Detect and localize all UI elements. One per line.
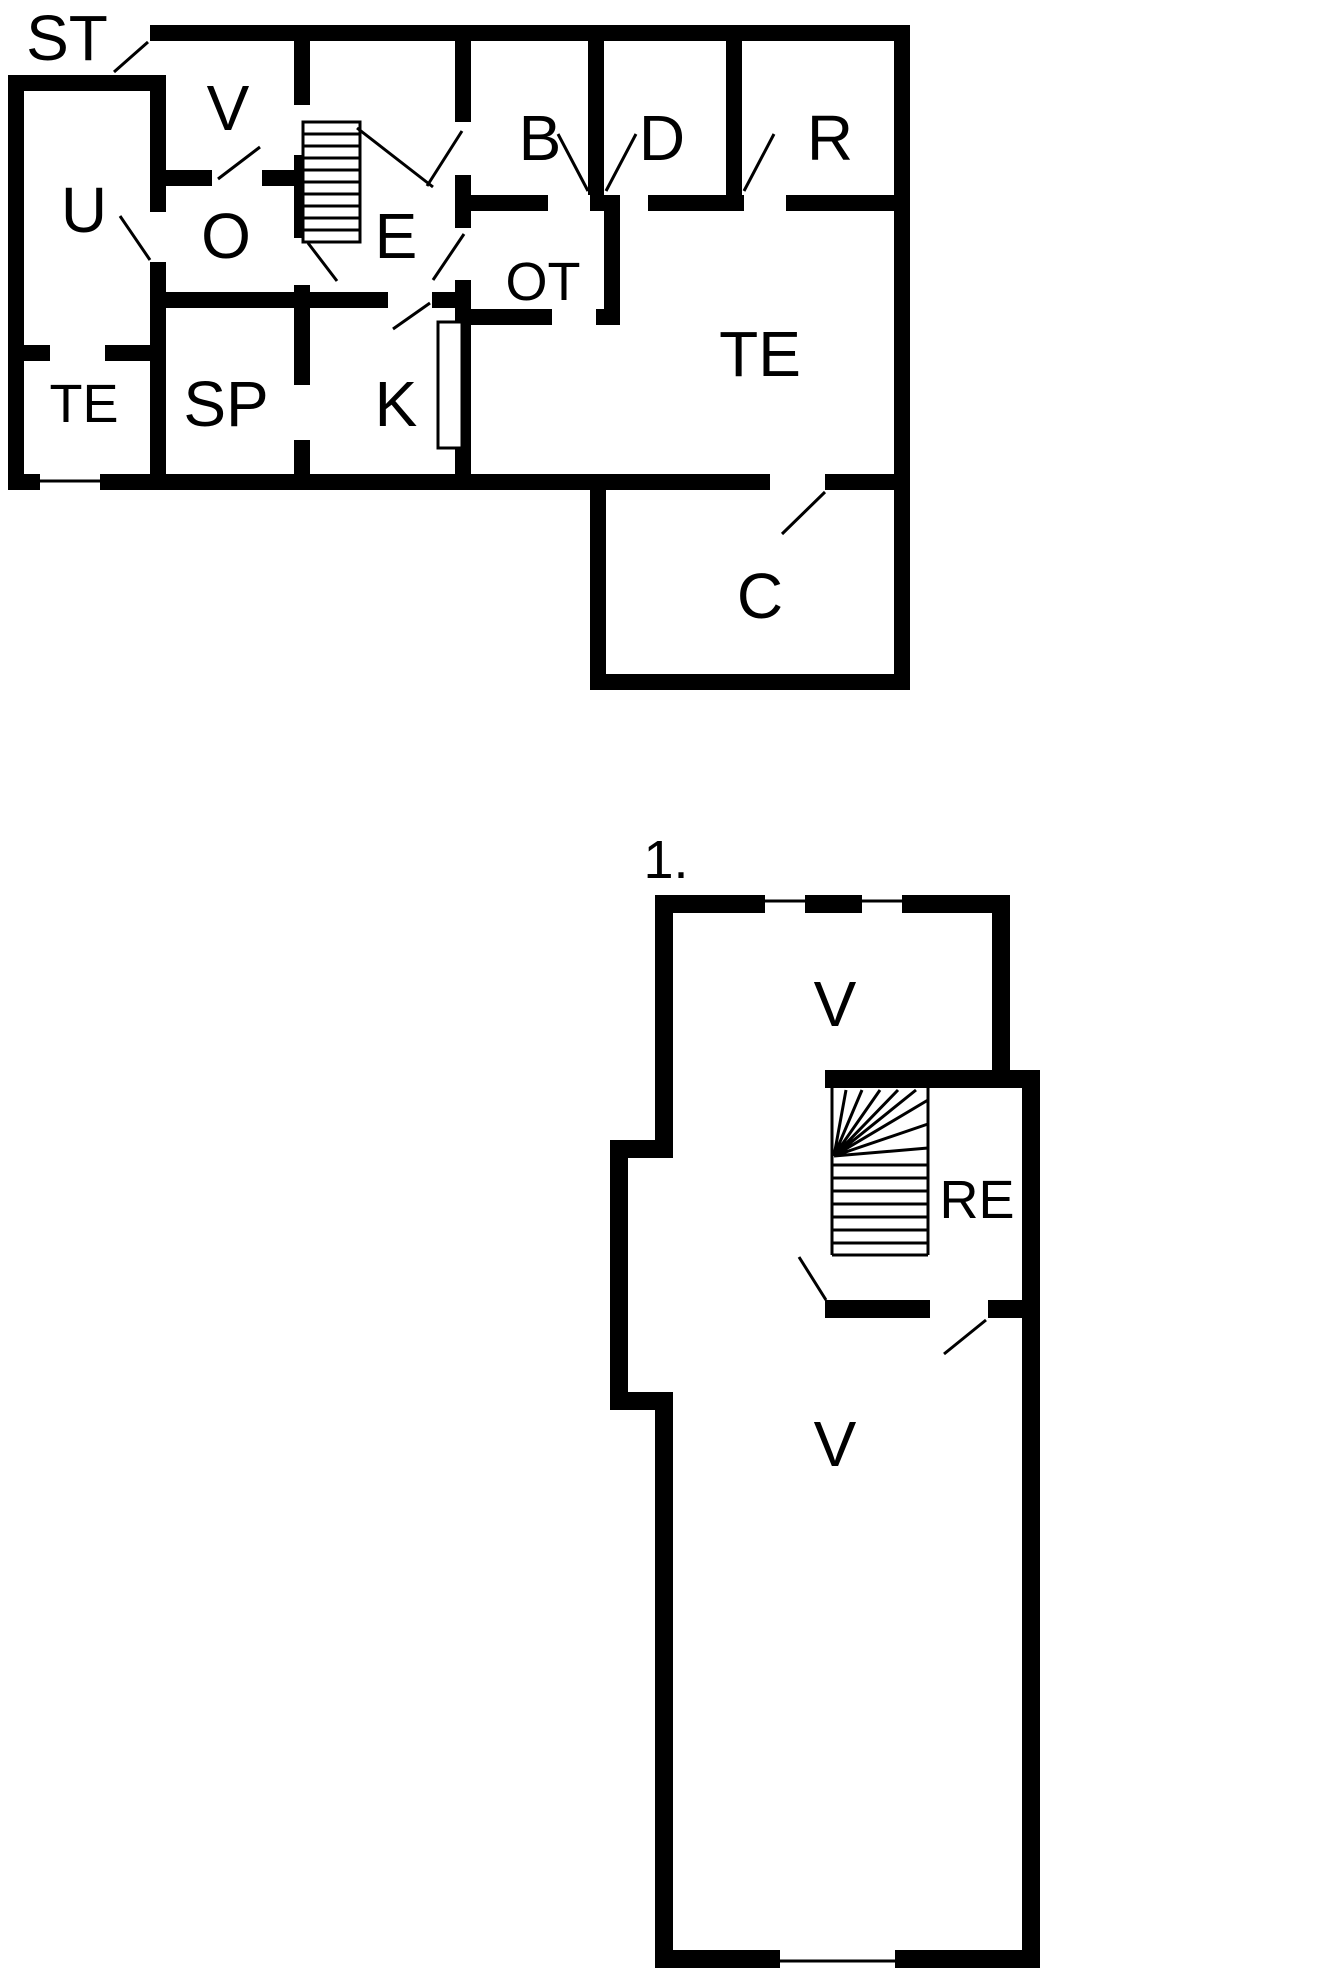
stair-treads bbox=[303, 132, 360, 232]
ground-floor-plan: ST V U O E B D R OT TE TE SP K C bbox=[8, 2, 910, 690]
stair-winder-rays bbox=[832, 1088, 929, 1158]
room-label-u: U bbox=[61, 174, 107, 246]
first-floor-walls bbox=[610, 895, 1040, 1968]
room-label-ot: OT bbox=[506, 252, 581, 312]
staircase-ground bbox=[301, 120, 362, 244]
door-swing-lines-ground bbox=[113, 40, 827, 536]
room-label-r: R bbox=[807, 102, 853, 174]
room-label-v-top: V bbox=[814, 968, 857, 1040]
level-label-1: 1. bbox=[643, 830, 688, 890]
room-label-e: E bbox=[375, 200, 418, 272]
room-label-c: C bbox=[737, 560, 783, 632]
room-label-o: O bbox=[201, 200, 251, 272]
entrance-label-st: ST bbox=[26, 2, 108, 74]
first-floor-plan: 1. V RE V bbox=[610, 830, 1040, 1968]
staircase-first bbox=[830, 1088, 930, 1257]
door-swing-lines-first bbox=[797, 1256, 987, 1356]
room-label-k: K bbox=[375, 368, 418, 440]
room-label-v-bottom: V bbox=[814, 1408, 857, 1480]
room-label-sp: SP bbox=[183, 368, 268, 440]
room-label-te: TE bbox=[719, 318, 801, 390]
window-lines-first bbox=[765, 899, 902, 1963]
stair-outline bbox=[830, 1088, 930, 1257]
room-label-d: D bbox=[639, 102, 685, 174]
kitchen-counter bbox=[436, 320, 464, 450]
room-label-b: B bbox=[519, 102, 562, 174]
stair-treads bbox=[832, 1163, 928, 1245]
room-label-te2: TE bbox=[49, 374, 118, 434]
room-label-re: RE bbox=[939, 1170, 1014, 1230]
room-label-v: V bbox=[207, 72, 250, 144]
